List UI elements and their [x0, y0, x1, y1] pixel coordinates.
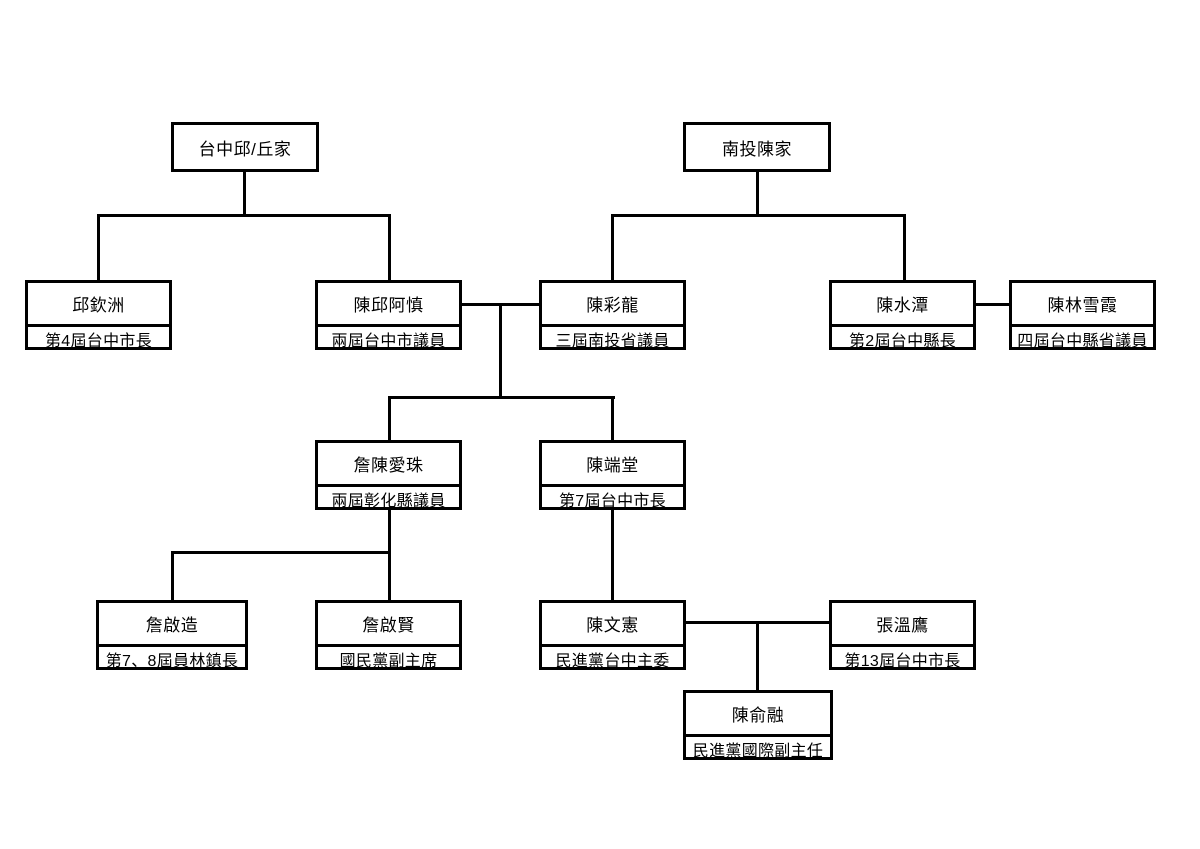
- node-chen-lin-xuexia: 陳林雪霞四屆台中縣省議員: [1009, 280, 1156, 350]
- node-qiu-qinzhou: 邱欽洲第4屆台中市長: [25, 280, 172, 350]
- node-title: 民進黨國際副主任: [686, 734, 830, 761]
- connector-to-zhan-chen-aizhu: [388, 396, 391, 443]
- node-title: 民進黨台中主委: [542, 644, 683, 671]
- connector-duantang-to-wenxian: [611, 508, 614, 603]
- node-taichung-qiu-family: 台中邱/丘家: [171, 122, 319, 172]
- connector-qiu-to-qinzhou: [97, 214, 100, 282]
- node-name: 陳彩龍: [586, 296, 639, 315]
- node-title: 第13屆台中市長: [832, 644, 973, 671]
- node-title: 第4屆台中市長: [28, 324, 169, 351]
- connector-aizhu-children-bus: [171, 551, 391, 554]
- node-title: 兩屆台中市議員: [318, 324, 459, 351]
- node-name: 陳林雪霞: [1047, 296, 1118, 315]
- node-chen-cailong: 陳彩龍三屆南投省議員: [539, 280, 686, 350]
- node-title: 三屆南投省議員: [542, 324, 683, 351]
- node-zhan-qixian: 詹啟賢國民黨副主席: [315, 600, 462, 670]
- node-zhang-wenying: 張溫鷹第13屆台中市長: [829, 600, 976, 670]
- connector-qiu-family-stem: [243, 172, 246, 217]
- connector-shuitan-xuexia-marriage: [974, 303, 1012, 306]
- connector-nantou-to-cailong: [611, 214, 614, 282]
- connector-nantou-to-shuitan: [903, 214, 906, 282]
- node-name: 陳水潭: [876, 296, 929, 315]
- connector-wenxian-couple-drop: [756, 621, 759, 693]
- connector-ashen-couple-drop: [499, 303, 502, 399]
- node-title: 第7、8屆員林鎮長: [99, 644, 245, 671]
- connector-aizhu-drop: [388, 508, 391, 603]
- node-name: 陳端堂: [586, 456, 639, 475]
- node-name: 南投陳家: [722, 139, 792, 159]
- node-chen-qiu-ashen: 陳邱阿慎兩屆台中市議員: [315, 280, 462, 350]
- node-title: 兩屆彰化縣議員: [318, 484, 459, 511]
- node-title: 第7屆台中市長: [542, 484, 683, 511]
- node-name: 台中邱/丘家: [198, 139, 292, 159]
- connector-ashen-children-bus: [388, 396, 615, 399]
- node-zhan-qizao: 詹啟造第7、8屆員林鎮長: [96, 600, 248, 670]
- connector-qiu-family-bus: [97, 214, 391, 217]
- connector-to-chen-duantang: [611, 396, 614, 443]
- node-title: 四屆台中縣省議員: [1012, 324, 1153, 351]
- node-name: 邱欽洲: [72, 296, 125, 315]
- connector-nantou-family-stem: [756, 172, 759, 217]
- node-title: 第2屆台中縣長: [832, 324, 973, 351]
- node-chen-yurong: 陳俞融民進黨國際副主任: [683, 690, 833, 760]
- node-name: 陳邱阿慎: [353, 296, 424, 315]
- node-chen-shuitan: 陳水潭第2屆台中縣長: [829, 280, 976, 350]
- connector-qiu-to-ashen: [388, 214, 391, 282]
- connector-nantou-family-bus: [611, 214, 905, 217]
- node-chen-wenxian: 陳文憲民進黨台中主委: [539, 600, 686, 670]
- node-name: 詹啟賢: [362, 616, 415, 635]
- node-name: 詹啟造: [145, 616, 199, 635]
- node-name: 詹陳愛珠: [353, 456, 424, 475]
- node-name: 張溫鷹: [876, 616, 929, 635]
- connector-to-zhan-qizao: [171, 551, 174, 602]
- node-name: 陳俞融: [731, 706, 785, 725]
- node-chen-duantang: 陳端堂第7屆台中市長: [539, 440, 686, 510]
- node-zhan-chen-aizhu: 詹陳愛珠兩屆彰化縣議員: [315, 440, 462, 510]
- node-nantou-chen-family: 南投陳家: [683, 122, 831, 172]
- node-name: 陳文憲: [586, 616, 639, 635]
- node-title: 國民黨副主席: [318, 644, 459, 671]
